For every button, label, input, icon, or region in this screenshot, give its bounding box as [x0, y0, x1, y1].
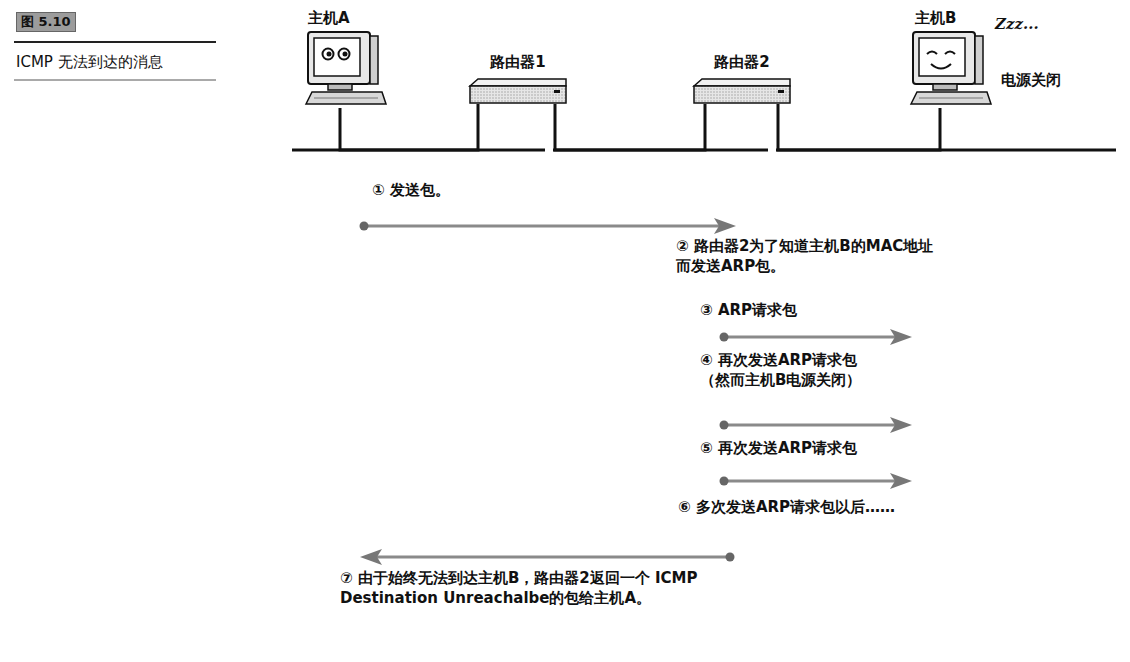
- node-label: 主机B: [915, 8, 956, 28]
- router-node: 路由器1: [468, 52, 568, 104]
- arp-arrow: [720, 417, 913, 433]
- step-label: ② 路由器2为了知道主机B的MAC地址 而发送ARP包。: [676, 236, 976, 276]
- step-label: ④ 再次发送ARP请求包 （然而主机B电源关闭）: [700, 350, 930, 390]
- arp-arrow: [720, 329, 913, 345]
- network-cable: [340, 104, 478, 150]
- step-label: ① 发送包。: [372, 180, 450, 200]
- figure-number: 图 5.10: [16, 12, 76, 32]
- rule-line: [14, 80, 216, 81]
- step-label: ⑦ 由于始终无法到达主机B，路由器2返回一个 ICMP Destination …: [340, 568, 702, 608]
- node-label: 路由器1: [468, 52, 568, 72]
- sleep-mark: Zzz...: [995, 14, 1039, 34]
- network-cable: [555, 104, 705, 150]
- node-label: 路由器2: [692, 52, 792, 72]
- step-label: ③ ARP请求包: [700, 300, 797, 320]
- arp-arrow: [720, 473, 913, 489]
- figure-title: ICMP 无法到达的消息: [16, 52, 163, 72]
- host-node: 主机B Zzz... 电源关闭: [903, 8, 1103, 108]
- message-arrow: [360, 218, 737, 234]
- status-label: 电源关闭: [1001, 70, 1061, 90]
- icmp-arrow: [360, 549, 735, 565]
- node-label: 主机A: [308, 8, 350, 28]
- network-cable: [778, 104, 940, 150]
- step-label: ⑤ 再次发送ARP请求包: [700, 438, 857, 458]
- step-label: ⑥ 多次发送ARP请求包以后……: [678, 497, 895, 517]
- router-node: 路由器2: [692, 52, 792, 104]
- rule-line: [14, 41, 216, 43]
- host-node: 主机A: [298, 8, 390, 108]
